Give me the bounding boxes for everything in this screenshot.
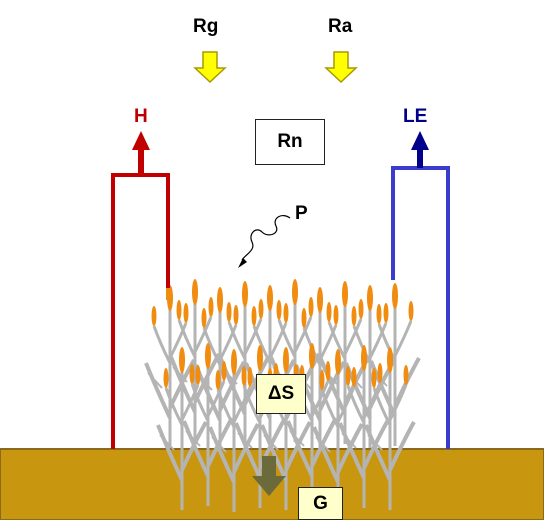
rn-box: Rn [255,119,325,165]
le-arrow-icon [411,131,429,168]
g-box: G [298,487,343,520]
delta-s-box: ΔS [256,374,306,414]
rn-label: Rn [277,131,303,152]
precipitation-squiggle-icon [238,214,291,268]
rg-label: Rg [193,16,219,37]
delta-s-label: ΔS [267,383,295,404]
ra-label: Ra [328,16,353,37]
latent-heat-flux [391,166,450,449]
sensible-heat-flux [111,173,170,449]
ra-arrow-icon [324,51,358,84]
ground-flux-arrow-icon [252,456,286,496]
le-label: LE [403,106,428,127]
g-label: G [313,492,328,514]
h-arrow-icon [132,131,150,175]
h-label: H [134,106,148,127]
rg-arrow-icon [193,51,227,84]
p-label: P [295,203,308,224]
